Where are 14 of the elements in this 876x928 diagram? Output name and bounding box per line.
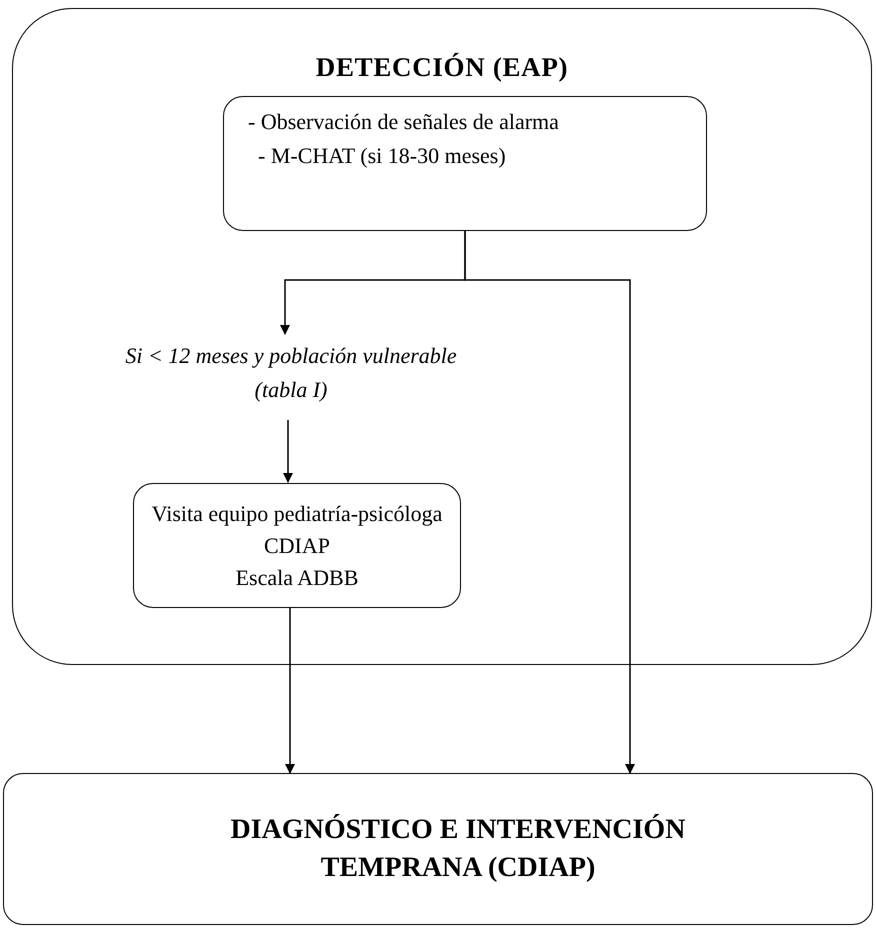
process-box — [3, 773, 873, 925]
arrow — [464, 230, 635, 774]
box-title: DIAGNÓSTICO E INTERVENCIÓN TEMPRANA (CDIAP) — [230, 813, 686, 885]
arrow — [285, 607, 295, 774]
box-text: Visita equipo pediatría-psicóloga CDIAP — [150, 500, 444, 560]
list-item: - Observación de señales de alarma — [248, 108, 559, 136]
condition-label: Si < 12 meses y población vulnerable (tabla I) — [124, 342, 458, 404]
arrow — [283, 420, 293, 483]
heading: DETECCIÓN (EAP) — [316, 51, 568, 84]
list-item: - M-CHAT (si 18-30 meses) — [257, 142, 506, 170]
process-box — [223, 96, 707, 231]
process-box — [133, 483, 461, 608]
box-text: Escala ADBB — [236, 564, 358, 592]
group-box — [12, 8, 872, 665]
